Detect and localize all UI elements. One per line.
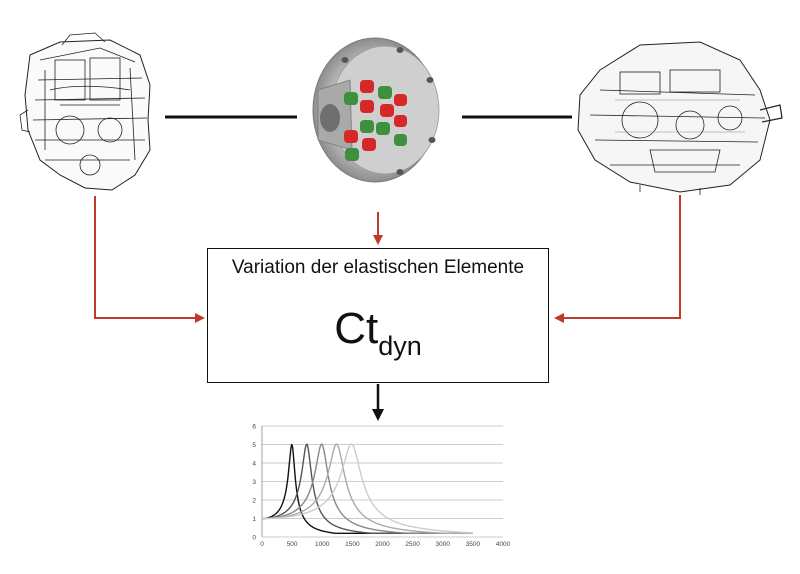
y-tick-label: 2 (252, 498, 256, 505)
x-tick-label: 3000 (436, 541, 451, 548)
box-title: Variation der elastischen Elemente (231, 257, 525, 278)
engine-drawing (19, 32, 151, 191)
x-tick-label: 3500 (466, 541, 481, 548)
formula-main: Ct (334, 304, 379, 353)
y-tick-label: 4 (252, 461, 256, 468)
x-tick-label: 2500 (405, 541, 420, 548)
arrow-engine-to-box (94, 196, 205, 323)
x-tick-label: 0 (260, 541, 264, 548)
y-tick-label: 0 (252, 535, 256, 542)
gearbox-drawing (577, 41, 783, 195)
resonance-chart: 0 1 2 3 4 5 6 0 500 1000 1500 2000 2500 3000 3500 4000 (252, 424, 510, 549)
y-tick-label: 6 (252, 424, 256, 431)
x-tick-label: 4000 (496, 541, 511, 548)
resonance-curve (262, 443, 473, 534)
formula-ct-dyn: Ctdyn (208, 304, 548, 360)
formula-subscript: dyn (378, 331, 422, 361)
arrow-gearbox-to-box (554, 195, 681, 323)
resonance-curve (262, 443, 473, 534)
resonance-curve (262, 443, 473, 534)
red-arrows (94, 195, 681, 323)
coupling-render (312, 37, 440, 183)
x-tick-label: 1500 (345, 541, 360, 548)
elastic-elements (344, 80, 407, 161)
y-tick-label: 5 (252, 442, 256, 449)
x-tick-label: 500 (287, 541, 298, 548)
variation-box: Variation der elastischen Elemente Ctdyn (207, 248, 549, 383)
y-tick-label: 1 (252, 516, 256, 523)
x-tick-label: 2000 (375, 541, 390, 548)
x-tick-label: 1000 (315, 541, 330, 548)
y-tick-label: 3 (252, 479, 256, 486)
